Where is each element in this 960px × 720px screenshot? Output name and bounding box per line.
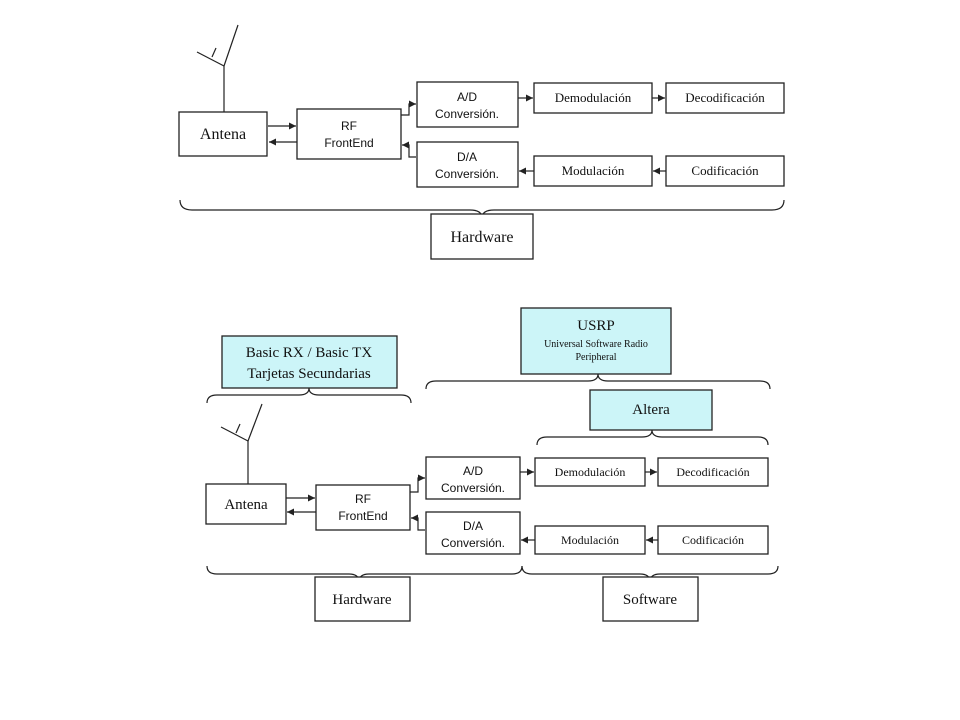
demodulation-box	[534, 457, 646, 487]
usrp-line2: Peripheral	[575, 352, 616, 363]
rf-label: RF	[341, 119, 357, 133]
usrp-box	[520, 307, 672, 375]
modulation-label: Modulación	[562, 163, 625, 178]
hardware-box	[314, 576, 411, 622]
ad-conversion-box	[425, 456, 521, 500]
antenna-label: Antena	[200, 126, 246, 143]
bottom-diagram: Basic RX / Basic TX Tarjetas Secundarias…	[205, 307, 779, 622]
antenna-icon	[196, 24, 239, 113]
arrow-rf-to-ad	[401, 100, 416, 116]
da-label: D/A	[463, 519, 483, 533]
rf-frontend-box	[296, 108, 402, 160]
decoding-label: Decodificación	[676, 465, 749, 479]
usrp-title: USRP	[577, 318, 615, 334]
antenna-icon	[220, 403, 263, 484]
ad-label: A/D	[463, 464, 483, 478]
frontend-label: FrontEnd	[324, 136, 373, 150]
demodulation-label: Demodulación	[555, 90, 632, 105]
rf-frontend-box	[315, 484, 411, 531]
usrp-brace	[425, 373, 771, 390]
da-conversion-box	[425, 511, 521, 555]
da-conversion-label: Conversión.	[441, 536, 505, 550]
coding-label: Codificación	[691, 163, 759, 178]
modulation-box	[533, 155, 653, 187]
ad-conversion-box	[416, 81, 519, 128]
antenna-label: Antena	[224, 497, 268, 513]
arrow-da-to-rf	[402, 141, 416, 158]
altera-label: Altera	[632, 402, 670, 418]
decoding-box	[657, 457, 769, 487]
decoding-box	[665, 82, 785, 114]
hardware-label: Hardware	[450, 229, 513, 246]
antenna-box	[205, 483, 287, 525]
software-label: Software	[623, 592, 677, 608]
arrow-rf-to-ad	[410, 474, 425, 493]
altera-box	[589, 389, 713, 431]
basic-brace	[206, 387, 412, 404]
demodulation-label: Demodulación	[555, 465, 626, 479]
arrow-da-to-rf	[411, 514, 425, 531]
hardware-label: Hardware	[332, 592, 391, 608]
da-conversion-label: Conversión.	[435, 167, 499, 181]
modulation-label: Modulación	[561, 533, 619, 547]
top-diagram: Antena RF FrontEnd A/D Conversión. D/A C…	[178, 24, 785, 260]
hardware-box	[430, 213, 534, 260]
coding-box	[657, 525, 769, 555]
coding-label: Codificación	[682, 533, 744, 547]
ad-label: A/D	[457, 90, 477, 104]
ad-conversion-label: Conversión.	[435, 107, 499, 121]
secondary-cards-label: Tarjetas Secundarias	[247, 366, 371, 382]
rf-label: RF	[355, 492, 371, 506]
decoding-label: Decodificación	[685, 90, 765, 105]
antenna-box	[178, 111, 268, 157]
ad-conversion-label: Conversión.	[441, 481, 505, 495]
basic-rx-tx-label: Basic RX / Basic TX	[246, 345, 373, 361]
frontend-label: FrontEnd	[338, 509, 387, 523]
da-label: D/A	[457, 150, 477, 164]
altera-brace	[536, 429, 769, 446]
software-box	[602, 576, 699, 622]
modulation-box	[534, 525, 646, 555]
da-conversion-box	[416, 141, 519, 188]
usrp-line1: Universal Software Radio	[544, 339, 648, 350]
